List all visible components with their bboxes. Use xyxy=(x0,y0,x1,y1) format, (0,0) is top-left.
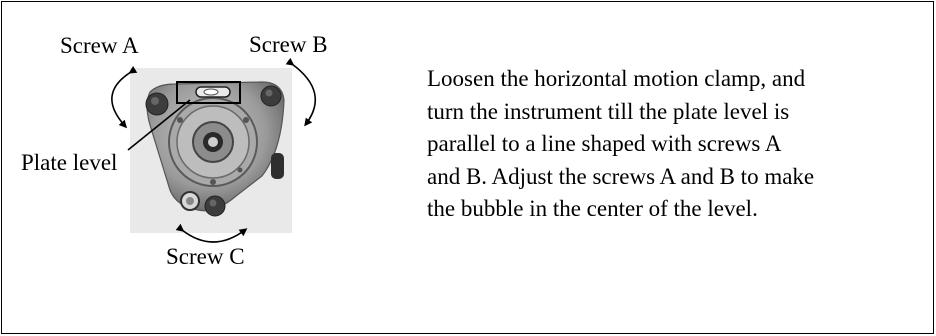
instruction-text: Loosen the horizontal motion clamp, and … xyxy=(427,63,927,226)
screw-a-label: Screw A xyxy=(60,33,139,58)
plate-level-box xyxy=(176,81,241,104)
screw-c-label: Screw C xyxy=(166,244,245,269)
instruction-line: turn the instrument till the plate level… xyxy=(427,98,790,124)
tribrach-figure: Screw A Screw B Plate level Screw C xyxy=(0,0,400,336)
screw-b-label: Screw B xyxy=(249,32,328,57)
instruction-line: and B. Adjust the screws A and B to make xyxy=(427,163,815,189)
screw-a-rotation-arrow xyxy=(111,65,138,129)
instruction-line: parallel to a line shaped with screws A xyxy=(427,131,782,156)
screw-b-knob xyxy=(260,85,282,107)
instruction-line: the bubble in the center of the level. xyxy=(427,196,758,221)
plate-level-pointer xyxy=(127,99,191,151)
plate-level-label: Plate level xyxy=(21,150,118,175)
screw-c-knob xyxy=(204,195,226,217)
clamp-knob xyxy=(271,153,284,179)
instruction-line: Loosen the horizontal motion clamp, and xyxy=(427,66,806,91)
screw-b-rotation-arrow xyxy=(285,57,316,127)
screw-c-rotation-arrow xyxy=(175,223,248,243)
tribrach-drawing xyxy=(111,57,316,243)
